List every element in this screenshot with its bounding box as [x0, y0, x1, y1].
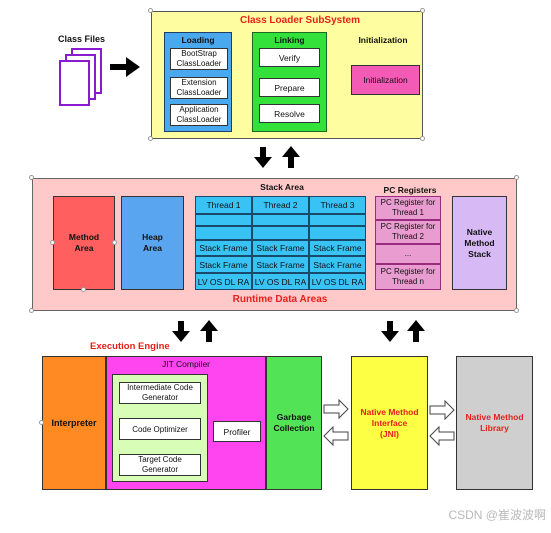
resolve-step: Resolve	[259, 104, 320, 123]
class-loader-title: Class Loader SubSystem	[239, 15, 361, 26]
jit-compiler-title: JIT Compiler	[161, 359, 211, 369]
stack-frame-parts: LV OS DL RA	[252, 273, 309, 290]
stack-cell-empty	[195, 226, 252, 240]
initialization-box: Initialization	[351, 65, 420, 95]
native-method-library: Native Method Library	[456, 356, 533, 490]
runtime-title: Runtime Data Areas	[232, 294, 328, 305]
stack-frame: Stack Frame	[309, 256, 366, 273]
arrow-runtime-jni-up	[407, 320, 425, 342]
stack-cell-empty	[252, 214, 309, 226]
stack-frame: Stack Frame	[252, 240, 309, 256]
thread-3-header: Thread 3	[309, 196, 366, 214]
arrow-classfiles-to-loader	[110, 57, 140, 77]
interpreter: Interpreter	[42, 356, 106, 490]
arrow-jni-to-library	[429, 399, 455, 421]
arrow-loader-runtime-up	[282, 146, 300, 168]
watermark: CSDN @崔波波啊	[448, 508, 546, 522]
stack-cell-empty	[309, 226, 366, 240]
stack-area-title: Stack Area	[260, 182, 304, 192]
stack-cell-empty	[252, 226, 309, 240]
heap-area: Heap Area	[121, 196, 184, 290]
intermediate-code-generator: Intermediate Code Generator	[119, 382, 201, 404]
pc-register-thread-1: PC Register for Thread 1	[375, 196, 441, 220]
stack-frame-parts: LV OS DL RA	[195, 273, 252, 290]
arrow-runtime-exec-down	[172, 321, 190, 342]
profiler: Profiler	[213, 421, 261, 442]
stack-frame: Stack Frame	[252, 256, 309, 273]
stack-frame: Stack Frame	[309, 240, 366, 256]
arrow-jni-to-gc	[323, 425, 349, 447]
pc-register-ellipsis: ...	[375, 244, 441, 264]
extension-classloader: Extension ClassLoader	[170, 77, 228, 99]
code-optimizer: Code Optimizer	[119, 418, 201, 440]
prepare-step: Prepare	[259, 78, 320, 97]
thread-1-header: Thread 1	[195, 196, 252, 214]
arrow-runtime-jni-down	[381, 321, 399, 342]
thread-2-header: Thread 2	[252, 196, 309, 214]
arrow-runtime-exec-up	[200, 320, 218, 342]
stack-cell-empty	[309, 214, 366, 226]
method-area: Method Area	[53, 196, 115, 290]
pc-registers-title: PC Registers	[383, 185, 437, 195]
verify-step: Verify	[259, 48, 320, 67]
native-method-interface: Native Method Interface (JNI)	[351, 356, 428, 490]
application-classloader: Application ClassLoader	[170, 104, 228, 126]
stack-frame: Stack Frame	[195, 256, 252, 273]
pc-register-thread-n: PC Register for Thread n	[375, 264, 441, 290]
garbage-collection: Garbage Collection	[266, 356, 322, 490]
bootstrap-classloader: BootStrap ClassLoader	[170, 48, 228, 70]
pc-register-thread-2: PC Register for Thread 2	[375, 220, 441, 244]
linking-title: Linking	[274, 35, 305, 45]
stack-cell-empty	[195, 214, 252, 226]
stack-frame-parts: LV OS DL RA	[309, 273, 366, 290]
stack-frame: Stack Frame	[195, 240, 252, 256]
arrow-library-to-jni	[429, 425, 455, 447]
loading-title: Loading	[181, 35, 215, 45]
initialization-title: Initialization	[358, 35, 408, 45]
arrow-gc-to-jni	[323, 398, 349, 420]
native-method-stack: Native Method Stack	[452, 196, 507, 290]
target-code-generator: Target Code Generator	[119, 454, 201, 476]
arrow-loader-runtime-down	[254, 147, 272, 168]
class-files-label: Class Files	[58, 34, 106, 44]
execution-engine-title: Execution Engine	[90, 341, 170, 352]
